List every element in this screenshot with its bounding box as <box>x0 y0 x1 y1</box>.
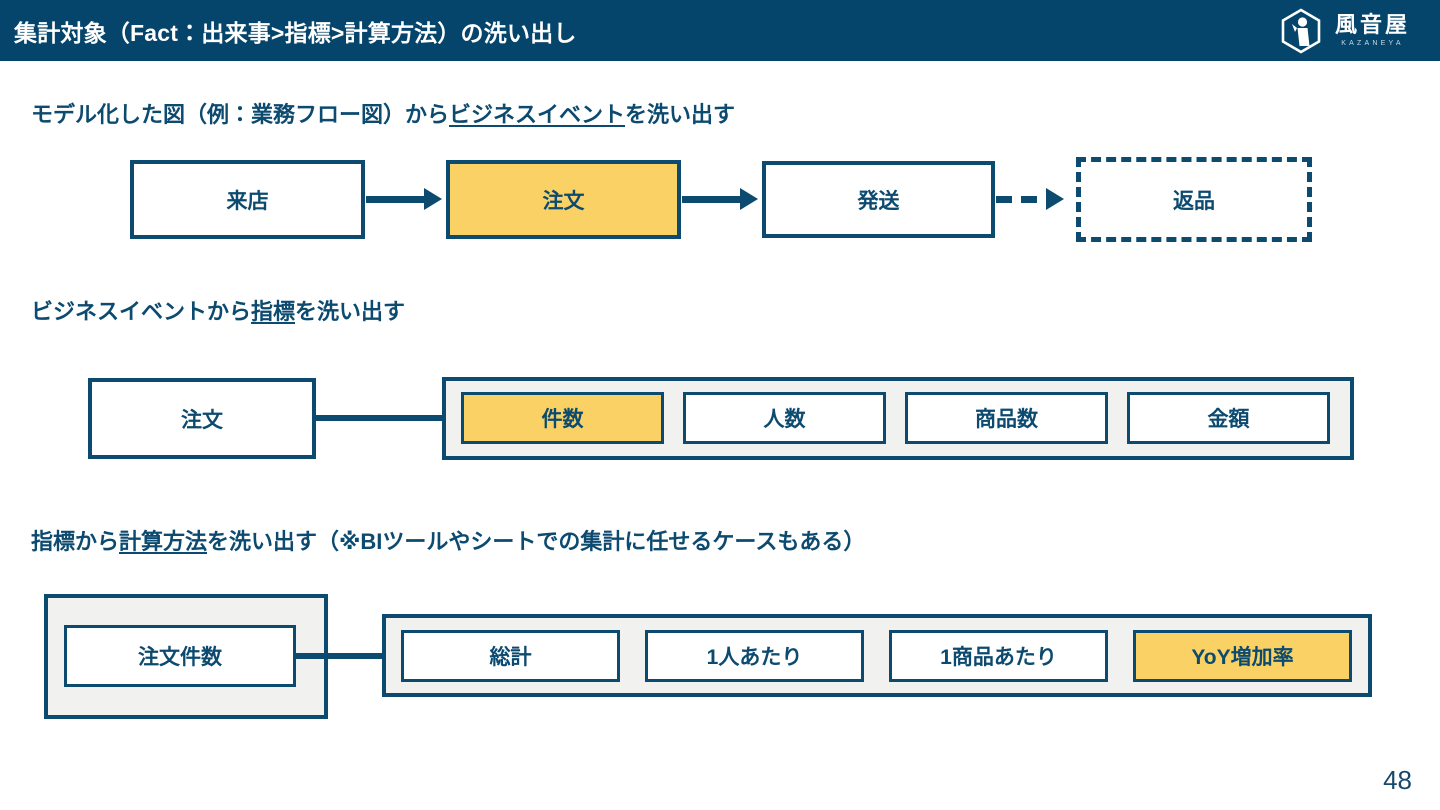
calcmethod-box-yoy[interactable]: YoY増加率 <box>1133 630 1352 682</box>
metric-box-kingaku[interactable]: 金額 <box>1127 392 1330 444</box>
metric-box-kensu[interactable]: 件数 <box>461 392 664 444</box>
brand-wordmark: 風音屋 KAZANEYA <box>1334 12 1410 48</box>
metric-source-chumon[interactable]: 注文 <box>88 378 316 459</box>
calcmethod-box-per-product[interactable]: 1商品あたり <box>889 630 1108 682</box>
brand-logo: 風音屋 KAZANEYA <box>1279 7 1410 54</box>
calcmethod-connector-line <box>296 653 384 659</box>
flow-node-henpin[interactable]: 返品 <box>1076 157 1312 242</box>
flow-node-raiten[interactable]: 来店 <box>130 160 365 239</box>
flow-connector-chumon-hasso <box>682 196 740 203</box>
section-1-heading: モデル化した図（例：業務フロー図）からビジネスイベントを洗い出す <box>31 97 735 129</box>
flow-node-chumon[interactable]: 注文 <box>446 160 681 239</box>
flow-connector-raiten-chumon <box>366 196 424 203</box>
section-2-heading: ビジネスイベントから指標を洗い出す <box>31 294 405 326</box>
page-title: 集計対象（Fact：出来事>指標>計算方法）の洗い出し <box>14 19 577 46</box>
flow-connector-hasso-henpin-dash2 <box>1021 196 1037 203</box>
flow-node-hasso[interactable]: 発送 <box>762 161 995 238</box>
slide-header: 集計対象（Fact：出来事>指標>計算方法）の洗い出し 風音屋 KAZANEYA <box>0 0 1440 61</box>
calcmethod-source-chumonkensu[interactable]: 注文件数 <box>64 625 296 687</box>
section-3-heading-pre: 指標から <box>31 529 120 554</box>
calcmethod-box-soukei[interactable]: 総計 <box>401 630 620 682</box>
section-3-heading: 指標から計算方法を洗い出す（※BIツールやシートでの集計に任せるケースもある） <box>31 524 865 556</box>
brand-name-jp: 風音屋 <box>1334 12 1410 37</box>
metric-box-shohinsu[interactable]: 商品数 <box>905 392 1108 444</box>
metric-connector-line <box>316 415 444 421</box>
flow-arrowhead-hasso-henpin <box>1046 188 1064 210</box>
brand-name-roman: KAZANEYA <box>1341 40 1404 47</box>
flow-arrowhead-chumon-hasso <box>740 188 758 210</box>
section-3-heading-post: を洗い出す（※BIツールやシートでの集計に任せるケースもある） <box>207 529 866 554</box>
section-2-heading-pre: ビジネスイベントから <box>31 299 252 324</box>
section-1-heading-post: を洗い出す <box>625 102 736 127</box>
section-2-heading-keyword: 指標 <box>251 299 296 324</box>
flow-connector-hasso-henpin-dash1 <box>996 196 1012 203</box>
page-number: 48 <box>1383 765 1412 795</box>
section-1-heading-pre: モデル化した図（例：業務フロー図）から <box>31 102 450 127</box>
metric-box-ninzu[interactable]: 人数 <box>683 392 886 444</box>
kazaneya-hexagon-logo-icon <box>1279 7 1323 54</box>
section-3-heading-keyword: 計算方法 <box>119 529 208 554</box>
section-1-heading-keyword: ビジネスイベント <box>449 102 626 127</box>
section-2-heading-post: を洗い出す <box>295 299 406 324</box>
flow-arrowhead-raiten-chumon <box>424 188 442 210</box>
calcmethod-box-per-person[interactable]: 1人あたり <box>645 630 864 682</box>
